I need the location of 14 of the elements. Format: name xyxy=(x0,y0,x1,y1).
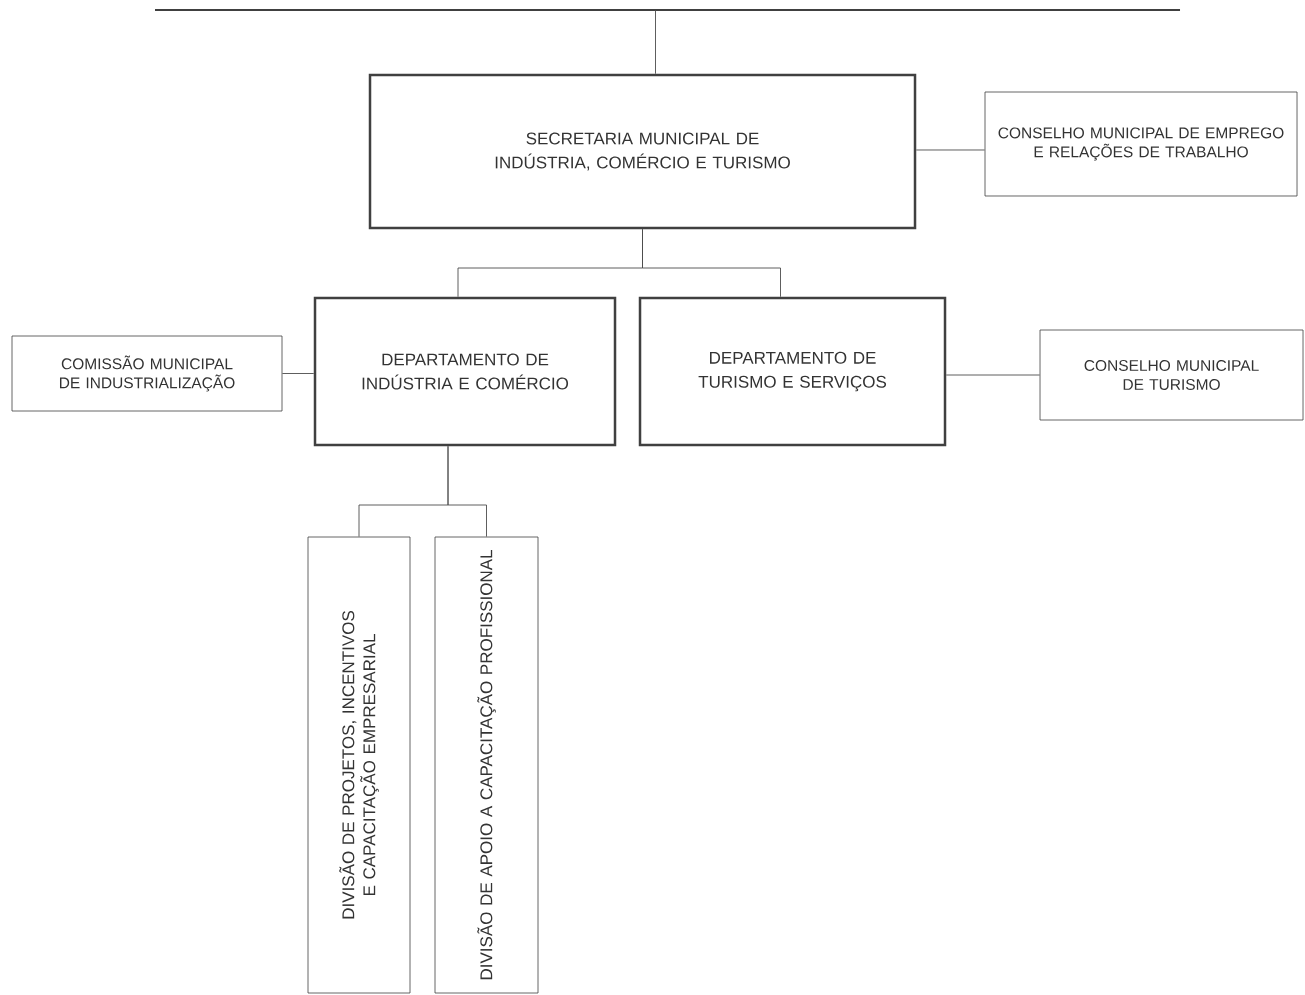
connector-line xyxy=(642,228,781,298)
org-box: DIVISÃO DE PROJETOS, INCENTIVOS E CAPACITAÇÃO EMPRESARIAL xyxy=(307,536,411,994)
connector-line xyxy=(447,445,487,538)
connector-line xyxy=(945,374,1041,376)
connector-line xyxy=(281,373,315,374)
org-box: CONSELHO MUNICIPAL DE TURISMO xyxy=(1039,329,1304,421)
org-box: DIVISÃO DE APOIO A CAPACITAÇÃO PROFISSIONAL xyxy=(434,536,539,994)
org-box: SECRETARIA MUNICIPAL DE INDÚSTRIA, COMÉRCIO E TURISMO xyxy=(368,73,917,230)
connector-line xyxy=(915,149,986,151)
org-box: CONSELHO MUNICIPAL DE EMPREGO E RELAÇÕES DE TRABALHO xyxy=(984,91,1298,197)
org-box: DEPARTAMENTO DE INDÚSTRIA E COMÉRCIO xyxy=(313,296,617,447)
org-box: DEPARTAMENTO DE TURISMO E SERVIÇOS xyxy=(638,296,947,447)
org-box: COMISSÃO MUNICIPAL DE INDUSTRIALIZAÇÃO xyxy=(11,335,283,412)
connector-line xyxy=(655,9,656,75)
